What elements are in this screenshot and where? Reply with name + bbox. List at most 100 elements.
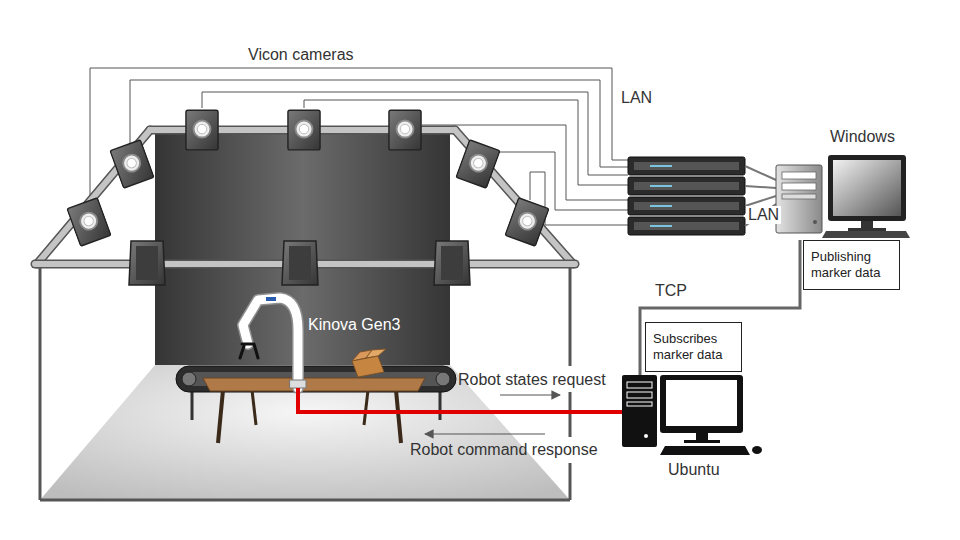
conveyor-belt — [176, 366, 456, 392]
vicon-camera — [434, 241, 470, 285]
table — [252, 390, 256, 425]
vicon-camera — [389, 110, 421, 150]
server-rack — [628, 157, 745, 235]
ubuntu-pc — [660, 375, 743, 433]
flow-label: Robot command response — [410, 441, 598, 459]
vicon-camera — [282, 241, 318, 285]
table — [396, 390, 401, 443]
conveyor-belt — [182, 372, 196, 386]
conveyor-belt — [436, 372, 450, 386]
ubuntu-pc — [627, 382, 652, 388]
cardboard-box — [352, 356, 384, 377]
note-box: Subscribes marker data — [645, 322, 742, 372]
frame-leg — [40, 499, 570, 502]
frame-leg — [39, 268, 42, 500]
note-box: Publishing marker data — [803, 240, 900, 290]
vicon-camera — [129, 241, 165, 285]
frame-bar — [455, 130, 573, 264]
vicon-camera — [129, 241, 470, 285]
windows-pc — [782, 172, 816, 179]
server-rack — [650, 165, 672, 167]
ubuntu-pc — [752, 446, 762, 454]
computer-name: Windows — [830, 128, 895, 146]
windows-pc — [861, 221, 873, 229]
ubuntu-pc — [660, 446, 750, 455]
vicon-camera — [186, 110, 218, 150]
ubuntu-pc — [644, 434, 648, 438]
vicon-camera — [67, 110, 549, 246]
server-rack — [634, 202, 739, 210]
table — [203, 378, 425, 391]
lan-wire — [745, 196, 776, 206]
lan-wire — [745, 166, 776, 180]
network-label: LAN — [621, 89, 652, 107]
vicon-camera — [288, 110, 320, 150]
flow-arrow — [425, 433, 545, 434]
windows-pc — [848, 228, 886, 231]
windows-pc — [833, 160, 901, 216]
computer-node: Windows — [773, 125, 913, 240]
ubuntu-pc — [696, 433, 708, 441]
conveyor-belt — [191, 390, 194, 420]
server-rack — [634, 182, 739, 190]
frame-leg — [569, 392, 572, 437]
ubuntu-pc — [622, 375, 657, 447]
ubuntu-pc — [684, 440, 720, 443]
cardboard-box — [352, 349, 386, 377]
frame-leg — [569, 268, 572, 366]
ethernet-cable — [298, 388, 622, 412]
table — [218, 390, 223, 443]
windows-pc — [782, 194, 816, 199]
ubuntu-pc — [622, 375, 762, 455]
lan-wire — [745, 186, 776, 188]
camera-wire — [90, 68, 628, 225]
server-rack — [650, 225, 672, 227]
robot-arm — [266, 297, 276, 301]
server-rack — [628, 217, 745, 235]
table — [364, 390, 368, 425]
box-text: Subscribes marker data — [653, 331, 734, 364]
vicon-camera — [67, 198, 111, 246]
server-rack — [650, 205, 672, 207]
robot-label: Kinova Gen3 — [308, 316, 401, 334]
frame-bar — [455, 130, 573, 264]
network-label: LAN — [746, 206, 781, 224]
title-label: Vicon cameras — [248, 46, 354, 64]
camera-wire — [90, 68, 628, 205]
ethernet-cable — [298, 388, 622, 412]
vicon-camera — [110, 140, 154, 188]
windows-pc — [782, 183, 816, 190]
robot-arm — [240, 344, 258, 358]
windows-pc — [813, 220, 817, 224]
server-rack — [628, 157, 745, 175]
edge-label: TCP — [655, 282, 687, 300]
computer-name: Ubuntu — [668, 461, 720, 479]
server-rack — [634, 222, 739, 230]
camera-wire — [422, 125, 628, 200]
vicon-camera — [456, 140, 500, 188]
flow-arrow — [500, 394, 560, 395]
server-rack — [650, 185, 672, 187]
vicon-camera — [505, 198, 549, 246]
ubuntu-pc — [627, 392, 652, 398]
ubuntu-pc — [627, 402, 652, 406]
server-rack — [634, 162, 739, 170]
ubuntu-pc — [666, 380, 737, 426]
frame-leg — [569, 463, 572, 500]
robot-arm — [240, 297, 306, 388]
windows-pc — [828, 155, 906, 221]
server-rack — [628, 177, 745, 195]
windows-pc — [776, 165, 822, 233]
box-text: Publishing marker data — [811, 249, 892, 282]
windows-pc — [822, 231, 910, 238]
computer-node: Ubuntu — [620, 375, 765, 483]
conveyor-belt — [439, 390, 442, 420]
flow-label: Robot states request — [458, 371, 606, 389]
server-rack — [628, 197, 745, 215]
windows-pc — [776, 155, 910, 238]
flow-arrow — [425, 395, 560, 434]
robot-arm — [290, 380, 306, 388]
tcp-connector — [640, 240, 800, 375]
